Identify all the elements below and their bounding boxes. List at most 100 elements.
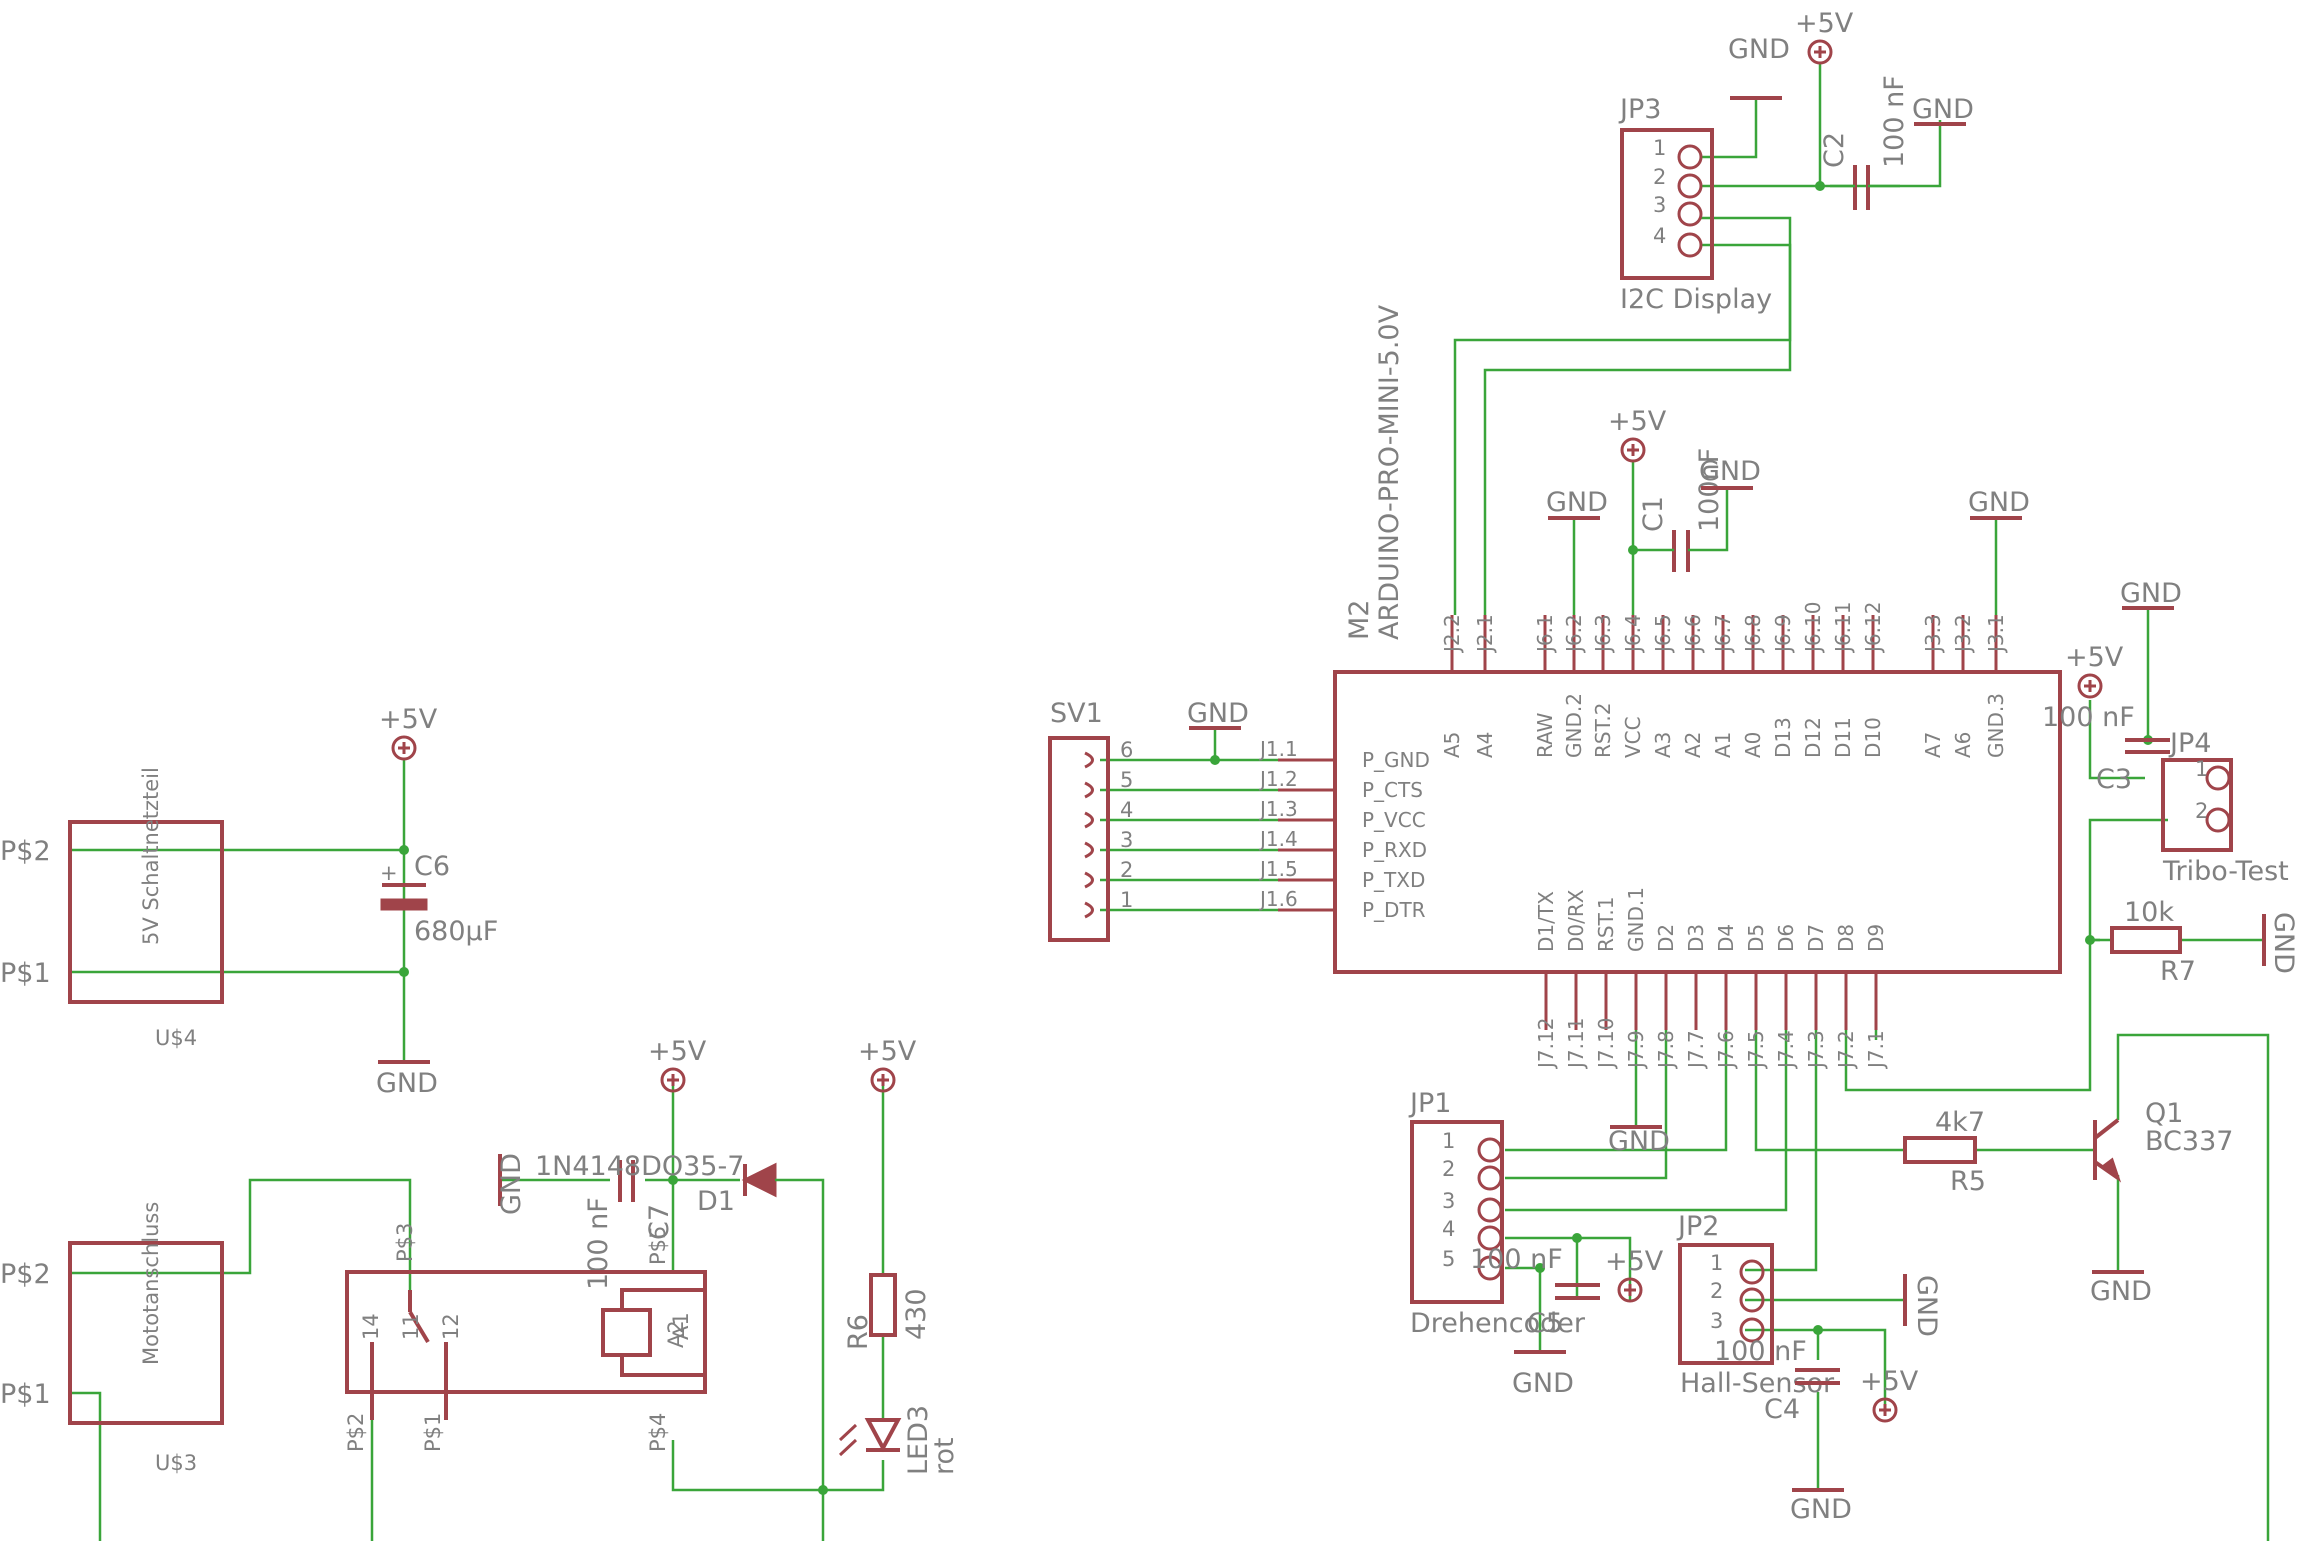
plus5v-symbol: +5V (1608, 406, 1667, 463)
arduino-pin-ext: J7.1 (1864, 1030, 1888, 1070)
sv1-pin: 2 (1084, 858, 1133, 889)
d1-ref: D1 (697, 1186, 735, 1217)
arduino-pin-int: D10 (1861, 717, 1885, 758)
module-u3[interactable]: Mototanschluss U$3 P$2 P$1 (0, 1202, 224, 1475)
jp4-connector[interactable]: JP4 Tribo-Test 12 (2161, 728, 2289, 887)
u4-ref: U$4 (155, 1026, 197, 1050)
gnd-symbol: GND (496, 1153, 527, 1215)
arduino-pin-ext: J7.9 (1624, 1030, 1648, 1070)
c3-value: 100 nF (2042, 702, 2135, 733)
arduino-pin-int: RST.1 (1594, 896, 1618, 952)
arduino-pin-int: D4 (1714, 924, 1738, 952)
jp1-pin-number: 4 (1442, 1217, 1455, 1241)
jp3-pin: 4 (1653, 224, 1703, 258)
u3-p1: P$1 (0, 1379, 51, 1410)
capacitor-c5[interactable]: 100 nF C5 (1470, 1244, 1600, 1339)
arduino-pin-ext: J7.7 (1684, 1030, 1708, 1070)
c4-value: 100 nF (1714, 1336, 1807, 1367)
led-led3[interactable]: LED3 rot (838, 1405, 960, 1475)
arduino-pin-ext: J7.12 (1534, 1018, 1558, 1070)
module-u4[interactable]: 5V Schaltnetzteil U$4 P$2 P$1 (0, 767, 224, 1050)
relay-a1: A1 (669, 1312, 693, 1340)
plus5v-symbol: +5V (858, 1036, 917, 1093)
capacitor-c3[interactable]: 100 nF C3 (2042, 702, 2170, 795)
wire-jp4-1 (2088, 700, 2145, 780)
arduino-pin-bottom: J7.6D4 (1714, 924, 1738, 1070)
relay-c12: 12 (439, 1313, 463, 1340)
resistor-r7[interactable]: 10k R7 (2110, 897, 2196, 987)
wire-q1-collector (821, 1033, 2270, 1541)
arduino-pin-int: D1/TX (1534, 891, 1558, 952)
jp1-pin-number: 3 (1442, 1189, 1455, 1213)
arduino-pin-int: D5 (1744, 924, 1768, 952)
r6-value: 430 (901, 1288, 932, 1340)
u3-label: Mototanschluss (139, 1202, 163, 1365)
relay-p2: P$2 (344, 1413, 368, 1452)
junction-dot (399, 967, 409, 977)
arduino-pin-int: A6 (1951, 732, 1975, 758)
jp3-pin: 2 (1653, 165, 1703, 199)
jp4-pin: 1 (2195, 757, 2231, 791)
resistor-r5[interactable]: 4k7 R5 (1903, 1107, 1986, 1197)
gnd-label: GND (1512, 1368, 1574, 1399)
arduino-pin-int: P_CTS (1362, 778, 1423, 802)
arduino-pin-int: A4 (1473, 732, 1497, 758)
jp1-pin-number: 5 (1442, 1247, 1455, 1271)
capacitor-c7[interactable]: 100 nF C7 (583, 1160, 675, 1290)
relay-p4: P$4 (646, 1413, 670, 1452)
jp1-pin-number: 1 (1442, 1129, 1455, 1153)
jp1-pin: 1 (1442, 1129, 1503, 1163)
sv1-pin-number: 4 (1120, 798, 1133, 822)
jp4-pins: 12 (2195, 757, 2231, 833)
arduino-pin-bottom: J7.2D8 (1834, 924, 1858, 1070)
capacitor-c2[interactable]: C2 100 nF (1819, 75, 1910, 210)
resistor-r6[interactable]: R6 430 (843, 1273, 932, 1350)
capacitor-c6[interactable]: + C6 680µF (380, 851, 498, 947)
relay-a2: A2 (664, 1320, 688, 1348)
gnd-symbol: GND (1608, 1125, 1670, 1157)
arduino-pin-ext: J6.10 (1801, 602, 1825, 654)
arduino-pin-ext: J1.5 (1258, 857, 1298, 881)
arduino-pin-int: GND.3 (1984, 693, 2008, 758)
arduino-value: ARDUINO-PRO-MINI-5.0V (1374, 304, 1405, 640)
gnd-label: GND (1546, 487, 1608, 518)
jp1-pin: 2 (1442, 1157, 1503, 1191)
arduino-pin-top: J3.3A7 (1921, 614, 1945, 758)
c7-value: 100 nF (583, 1197, 614, 1290)
relay-k1[interactable]: P$3 11 12 14 A1 A2 P$5 P$2 P$1 P$4 (344, 1223, 707, 1452)
jp2-pins: 123 (1710, 1251, 1765, 1343)
capacitor-c4[interactable]: 100 nF C4 (1714, 1336, 1840, 1425)
arduino-pin-ext: J1.4 (1258, 827, 1298, 851)
relay-c11: 11 (399, 1313, 423, 1340)
arduino-pin-top: J2.1A4 (1473, 614, 1497, 758)
gnd-label: GND (1699, 456, 1761, 487)
arduino-pin-int: P_TXD (1362, 868, 1425, 892)
arduino-pin-int: A1 (1711, 732, 1735, 758)
arduino-pin-ext: J7.5 (1744, 1030, 1768, 1070)
sv1-pin-number: 3 (1120, 828, 1133, 852)
c5-value: 100 nF (1470, 1244, 1563, 1275)
sv1-ref: SV1 (1050, 698, 1103, 729)
gnd-label: GND (1187, 698, 1249, 729)
transistor-q1[interactable]: Q1 BC337 (2093, 1098, 2233, 1183)
arduino-pin-top: J3.2A6 (1951, 614, 1975, 758)
arduino-pin-ext: J1.6 (1258, 887, 1298, 911)
gnd-label: GND (2090, 1276, 2152, 1307)
diode-d1[interactable]: 1N4148DO35-7 D1 (535, 1151, 800, 1217)
arduino-m2[interactable]: M2 ARDUINO-PRO-MINI-5.0V J2.2A5J2.1A4J6.… (1258, 304, 2062, 1070)
arduino-pin-ext: J7.4 (1774, 1030, 1798, 1070)
arduino-pin-top: J6.8A0 (1741, 614, 1765, 758)
gnd-label: GND (376, 1068, 438, 1099)
sv1-pin: 5 (1084, 768, 1133, 799)
c7-ref: C7 (644, 1204, 675, 1240)
